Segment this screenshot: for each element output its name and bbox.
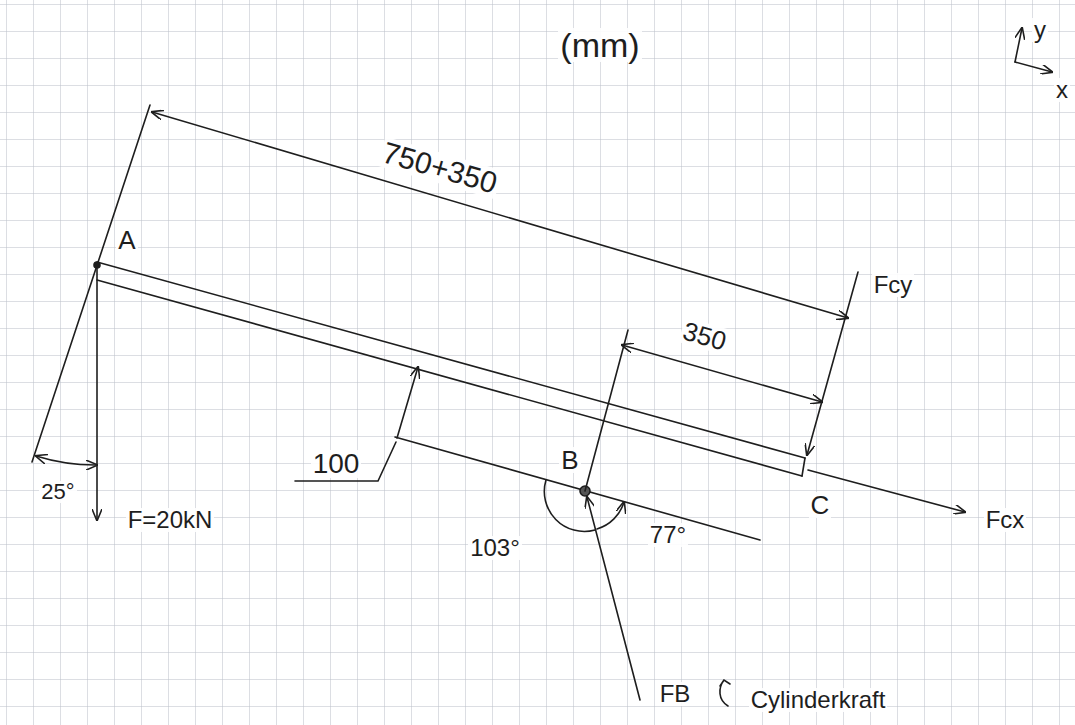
callout-hook bbox=[720, 680, 730, 706]
angle-label: 103° bbox=[468, 536, 522, 560]
force-arrow bbox=[587, 497, 640, 700]
point-label: C bbox=[809, 492, 832, 518]
force-label: F=20kN bbox=[126, 508, 215, 532]
angle-arc bbox=[597, 502, 624, 529]
unit-note: (mm) bbox=[558, 28, 641, 62]
dimension-line bbox=[152, 112, 848, 318]
callout-text: Cylinderkraft bbox=[749, 688, 888, 712]
beam-edge bbox=[97, 262, 805, 458]
force-arrow bbox=[808, 470, 965, 512]
force-label: Fcy bbox=[872, 273, 915, 297]
force-arrow bbox=[807, 272, 858, 455]
force-label: FB bbox=[658, 682, 693, 706]
leader-line bbox=[295, 442, 396, 481]
beam-end bbox=[802, 458, 805, 476]
beam-edge bbox=[97, 280, 802, 476]
dimension-text: 100 bbox=[311, 450, 362, 478]
force-arrow bbox=[96, 268, 98, 520]
point-a bbox=[94, 262, 100, 268]
force-label: Fcx bbox=[984, 508, 1027, 532]
angle-label: 77° bbox=[648, 523, 688, 547]
point-label: B bbox=[559, 447, 580, 473]
dimension-line bbox=[397, 367, 418, 438]
reference-line bbox=[32, 105, 150, 462]
x-axis-arrow bbox=[1015, 62, 1052, 72]
axis-label: y bbox=[1032, 18, 1048, 42]
offset-line bbox=[395, 437, 760, 540]
axis-label: x bbox=[1054, 78, 1070, 102]
y-axis-arrow bbox=[1015, 28, 1022, 62]
angle-arc bbox=[544, 480, 595, 531]
point-label: A bbox=[116, 227, 137, 253]
force-line bbox=[585, 330, 628, 491]
angle-label: 25° bbox=[39, 481, 76, 503]
angle-arc bbox=[36, 456, 97, 465]
